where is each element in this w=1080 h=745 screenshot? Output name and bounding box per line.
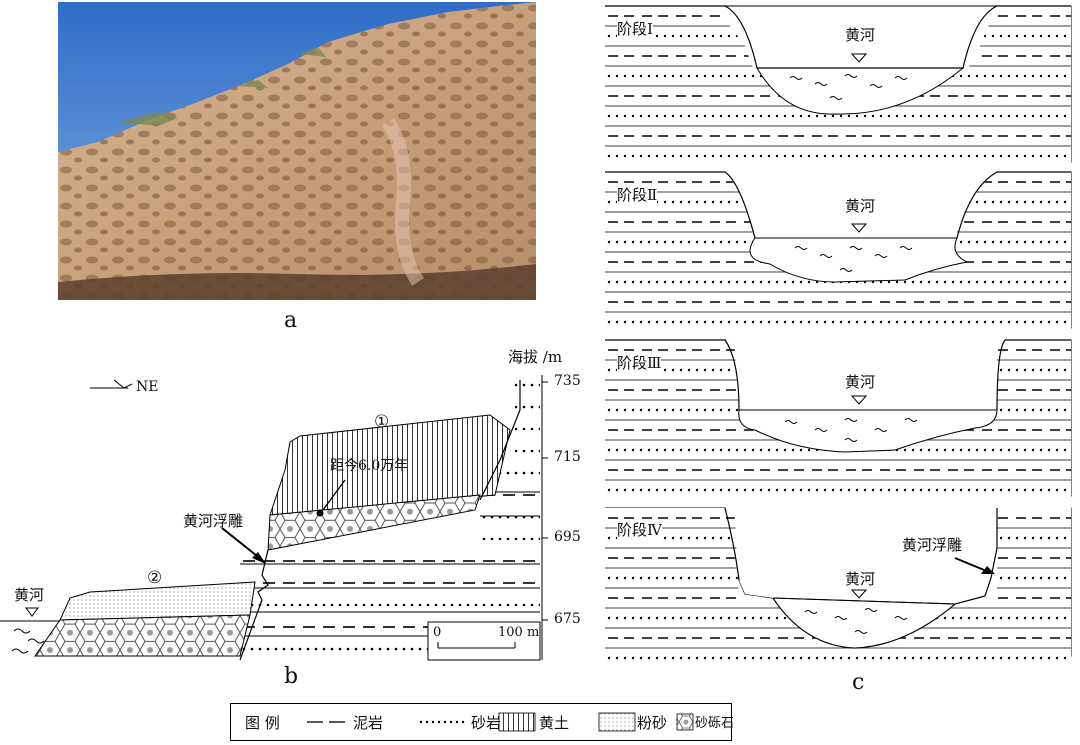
elevation-tick-695: 695 <box>554 529 581 545</box>
legend-loess-symbol <box>498 712 536 732</box>
legend: 图 例 泥岩 砂岩 黄土 粉砂 砂砾石 <box>230 703 735 741</box>
stage-4-title: 阶段Ⅳ <box>617 519 662 540</box>
legend-silt-symbol <box>598 712 636 732</box>
stage-4-fubiao: 黄河浮雕 <box>902 536 963 554</box>
direction-label: NE <box>136 379 159 395</box>
gravel-terrace-1 <box>267 494 481 551</box>
scale-zero: 0 <box>433 625 442 640</box>
legend-gravel-symbol <box>676 713 694 731</box>
river-label-b: 黄河 <box>14 586 45 604</box>
elevation-tick-675: 675 <box>554 611 581 627</box>
fubiao-label-b: 黄河浮雕 <box>183 512 244 530</box>
stage-1 <box>605 5 1072 166</box>
stage-3 <box>605 339 1072 501</box>
legend-silt-label: 粉砂 <box>637 714 668 732</box>
gravel-terrace-2 <box>34 614 251 657</box>
north-east-arrow <box>90 379 133 389</box>
stage-3-title: 阶段Ⅲ <box>617 352 662 373</box>
stage-2-title: 阶段Ⅱ <box>617 184 658 205</box>
loess-terrace-1 <box>269 414 511 516</box>
stage-2-river: 黄河 <box>845 197 876 215</box>
river-water <box>0 607 60 654</box>
age-label: 距今6.0万年 <box>330 458 409 474</box>
legend-title: 图 例 <box>245 714 280 732</box>
silt-terrace-2 <box>59 581 256 621</box>
panel-label-a: a <box>284 308 298 333</box>
stage-3-river: 黄河 <box>845 373 876 391</box>
panel-label-b: b <box>284 664 299 689</box>
scale-bar <box>427 621 541 661</box>
legend-sandstone-label: 砂岩 <box>471 714 502 732</box>
evolution-stages-c <box>605 5 1072 669</box>
terrace-1-label: ① <box>374 412 390 432</box>
stage-1-title: 阶段Ⅰ <box>617 18 653 39</box>
panel-label-c: c <box>852 670 865 695</box>
stage-2 <box>605 171 1072 333</box>
legend-loess-label: 黄土 <box>539 714 570 732</box>
terrace-2-label: ② <box>147 568 163 588</box>
legend-sandstone-symbol <box>419 720 465 724</box>
cross-section-b <box>0 375 548 661</box>
legend-mudstone-label: 泥岩 <box>353 714 384 732</box>
scale-end: 100 m <box>498 625 540 640</box>
stage-1-river: 黄河 <box>845 26 876 44</box>
elevation-axis <box>541 375 548 660</box>
stage-4-river: 黄河 <box>845 570 876 588</box>
elevation-tick-735: 735 <box>554 373 581 389</box>
legend-gravel-label: 砂砾石 <box>695 716 735 731</box>
elevation-label: 海拔 /m <box>508 348 563 366</box>
stage-4 <box>605 507 1072 669</box>
elevation-tick-715: 715 <box>554 449 581 465</box>
cliff-photo <box>58 2 536 300</box>
